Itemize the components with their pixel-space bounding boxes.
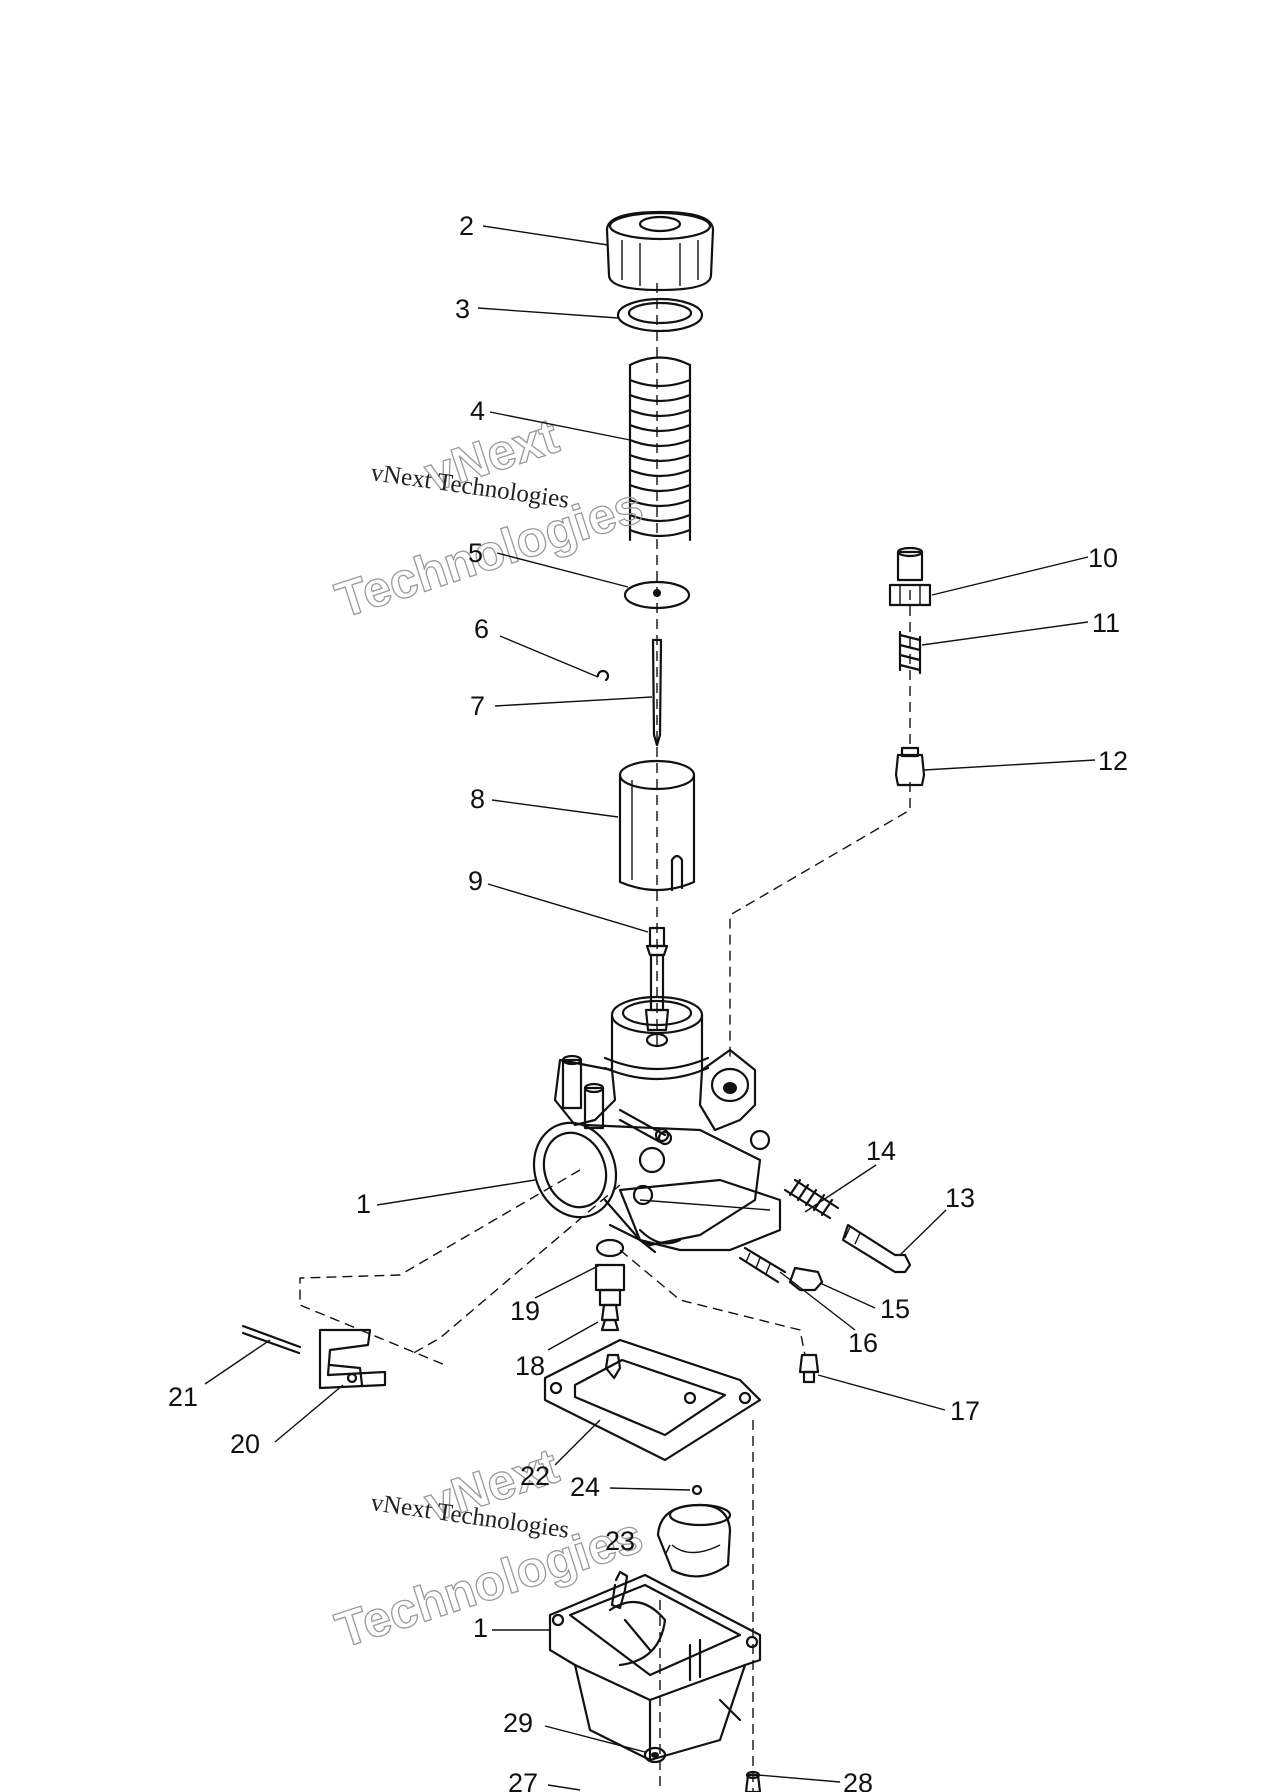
callout-21: 21 [168,1382,198,1412]
part-2-cap [605,210,715,292]
part-6-clip [596,669,610,682]
part-7-needle [651,638,663,747]
part-11-pilot-spring [898,630,922,675]
callout-5: 5 [468,538,483,568]
part-18-main-jet [594,1263,626,1380]
part-21-float-pin [241,1324,302,1355]
part-10-pilot-screw [888,546,932,607]
part-29-washer [643,1746,667,1764]
callout-11: 11 [1092,608,1120,638]
part-3-washer [616,297,704,333]
part-4-spring [628,356,692,542]
callout-14: 14 [866,1136,896,1166]
part-5-clip-plate [623,580,691,610]
callout-20: 20 [230,1429,260,1459]
part-13-throttle-stop-screw [841,1223,912,1274]
callout-18: 18 [515,1351,545,1381]
part-17-drain-screw [798,1353,820,1384]
part-16-air-screw [738,1246,787,1284]
part-1-carburetor-body [532,995,782,1254]
callout-6: 6 [474,614,489,644]
callout-19: 19 [510,1296,540,1326]
callout-15: 15 [880,1294,910,1324]
callout-8: 8 [470,784,485,814]
callout-16: 16 [848,1328,878,1358]
callout-24: 24 [570,1472,600,1502]
callout-9: 9 [468,866,483,896]
part-22-gasket [543,1338,762,1462]
callout-23: 23 [605,1526,635,1556]
callout-12: 12 [1098,746,1128,776]
watermark-upper: vNext Technologies vNext Technologies [328,407,650,629]
callout-1-body: 1 [356,1189,371,1219]
part-19-washer [595,1238,625,1258]
part-20-float-arm [318,1328,387,1390]
part-24-pin [691,1484,703,1496]
part-12-pilot-jet [894,746,926,787]
part-1-float-bowl [548,1570,762,1762]
callout-13: 13 [945,1183,975,1213]
part-15-air-screw-tip [788,1266,824,1292]
leader-lines [204,225,1096,1791]
callout-1-bowl: 1 [473,1613,488,1643]
callout-4: 4 [470,396,485,426]
part-23-float [656,1503,732,1578]
part-14-spring [783,1178,840,1220]
callout-17: 17 [950,1396,980,1426]
callout-29: 29 [503,1708,533,1738]
callout-28: 28 [843,1768,873,1792]
callout-3: 3 [455,294,470,324]
callout-7: 7 [470,691,485,721]
callout-27: 27 [508,1768,538,1792]
callout-10: 10 [1088,543,1118,573]
callout-labels: 2 3 4 5 6 7 8 9 10 11 12 1 14 13 15 16 1… [168,211,1128,1792]
watermark-lower: vNext Technologies vNext Technologies [328,1437,650,1659]
callout-22: 22 [520,1461,550,1491]
callout-2: 2 [459,211,474,241]
part-8-throttle-valve [618,759,696,892]
